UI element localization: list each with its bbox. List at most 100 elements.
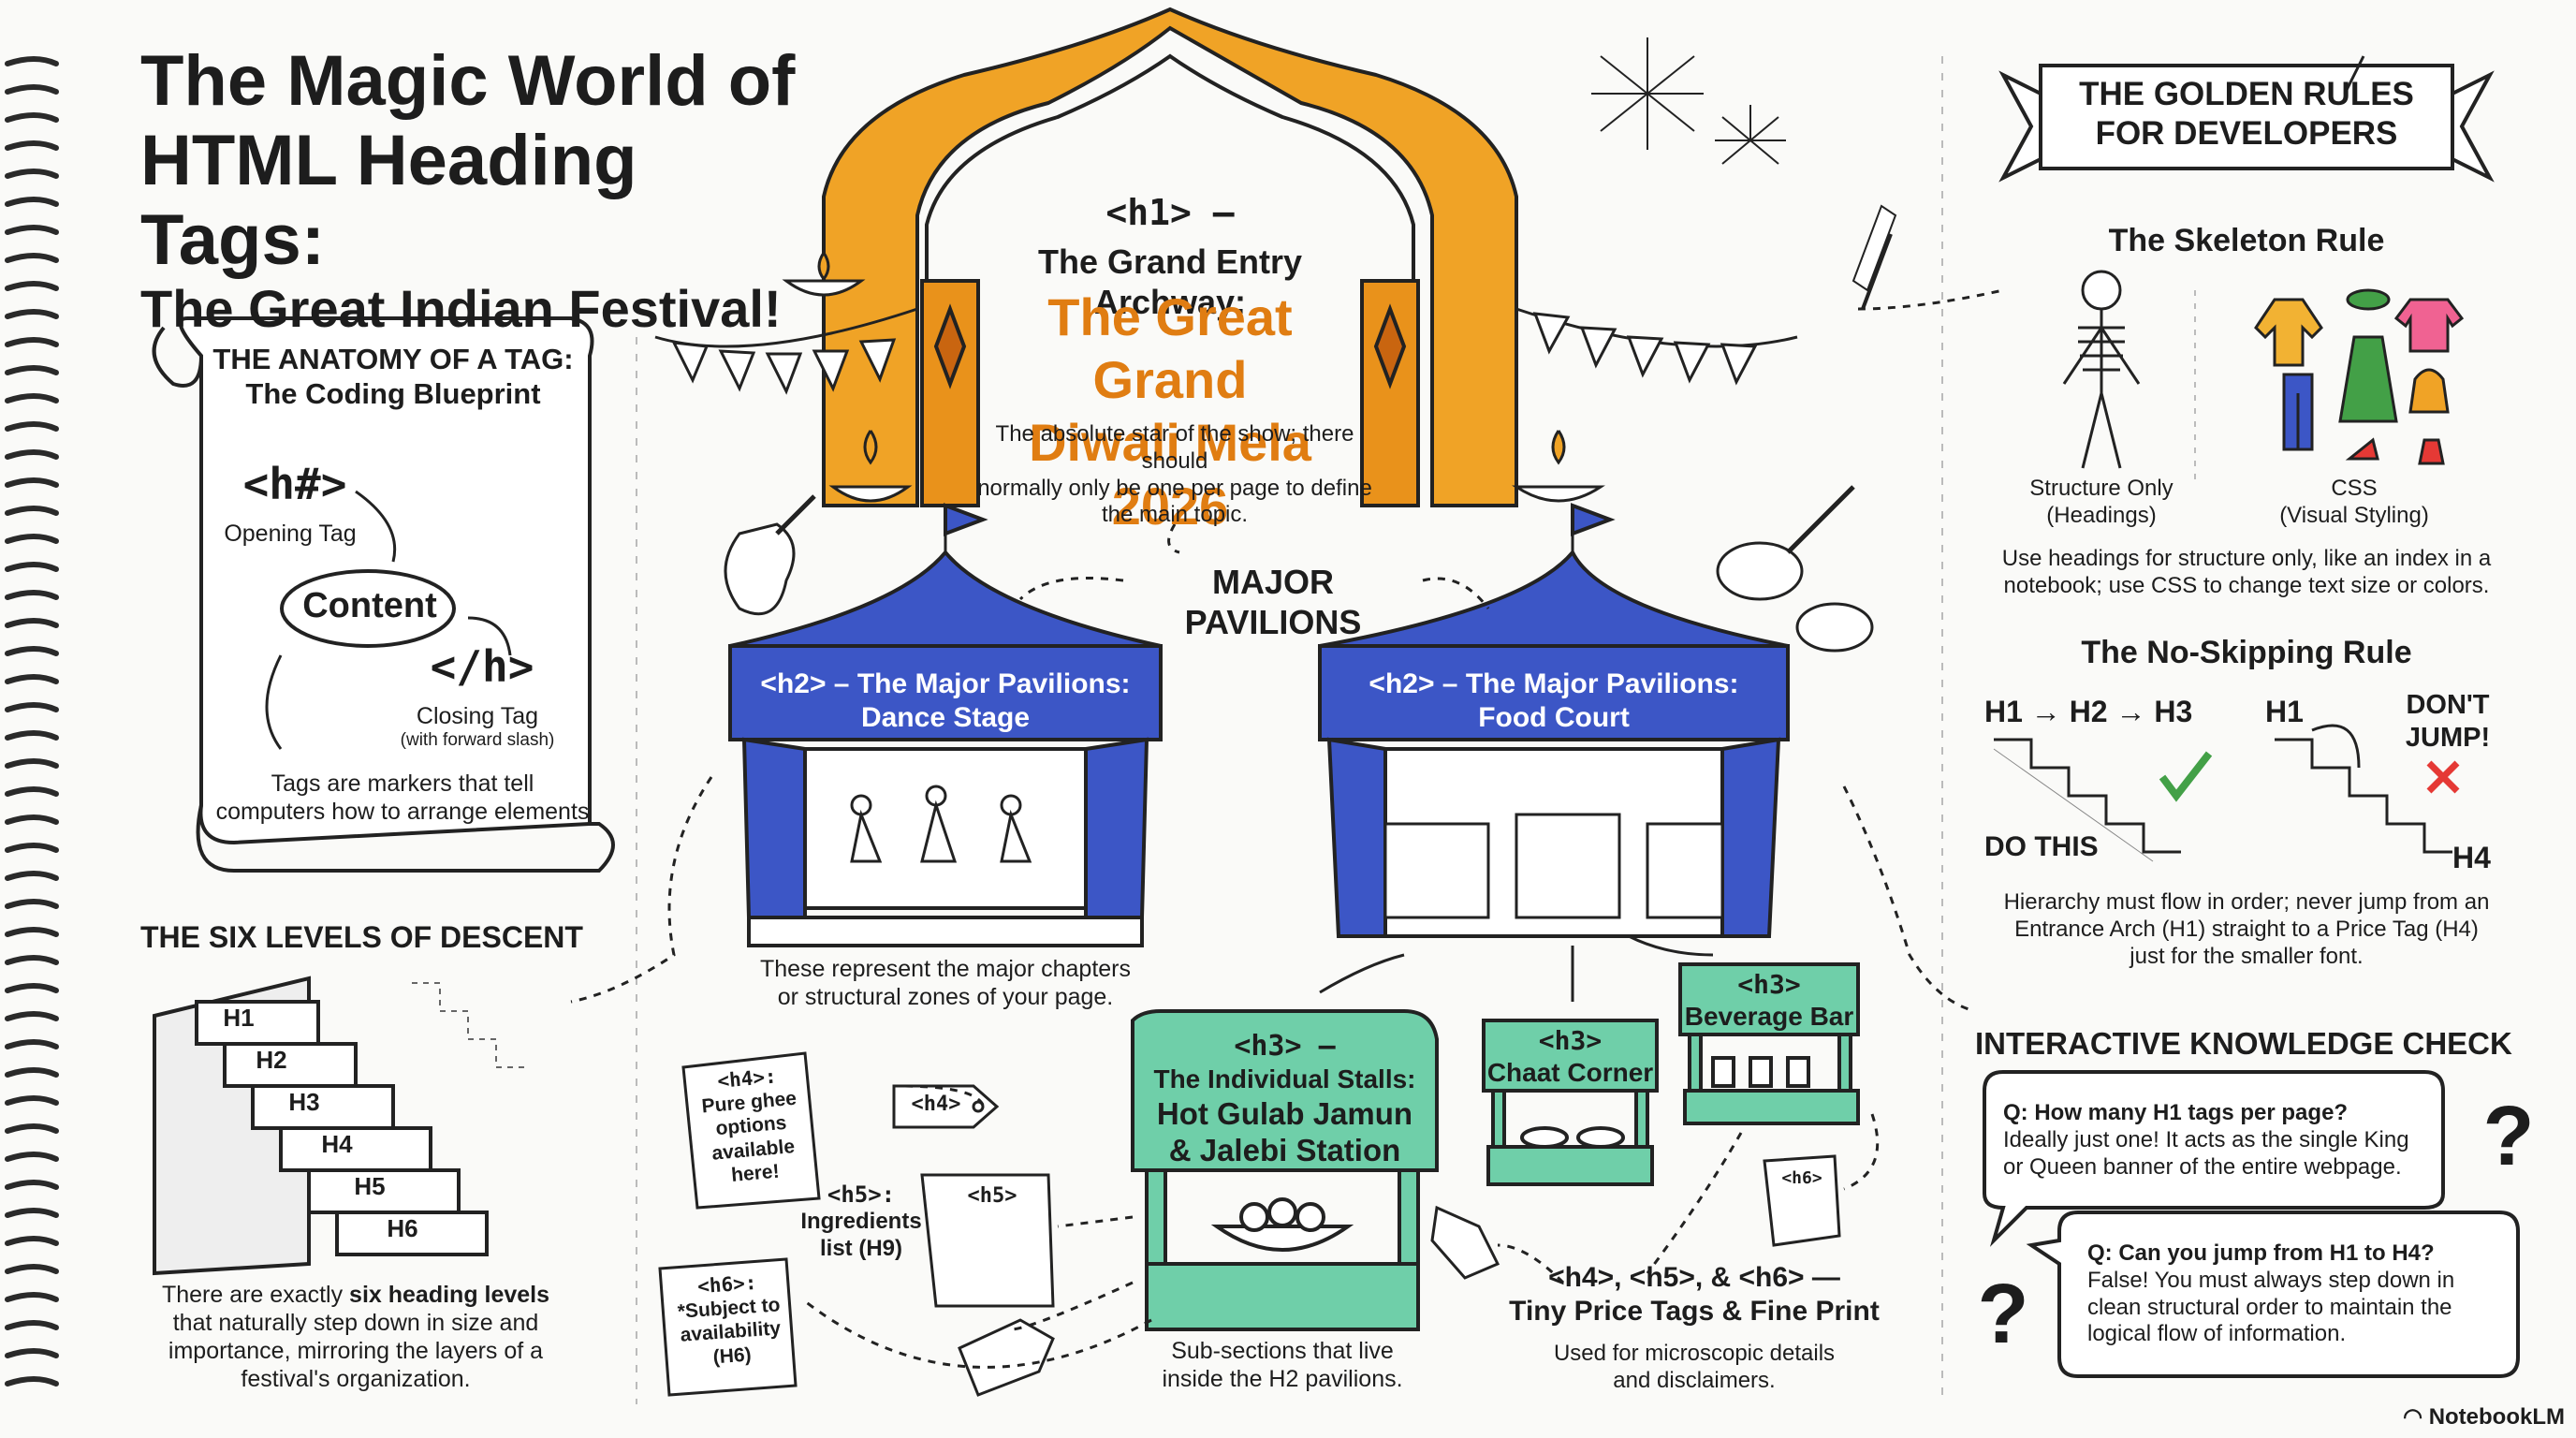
no-skipping-title: The No-Skipping Rule [2081, 635, 2412, 670]
h1-desc-2: normally only be one per page to define [977, 475, 1372, 501]
skeleton-desc-1: Use headings for structure only, like an… [2001, 546, 2492, 571]
bunting-right [1515, 307, 1798, 386]
quiz-1-answer-2: or Queen banner of the entire webpage. [2003, 1153, 2402, 1180]
quiz-2-text: Q: Can you jump from H1 to H4? False! Yo… [2087, 1240, 2509, 1348]
structure-only-label: Structure Only (Headings) [2003, 476, 2200, 530]
h5-label: <h5>: Ingredients list (H9) [796, 1181, 927, 1262]
closing-tag-label: Closing Tag [416, 703, 539, 729]
levels-caption: There are exactly six heading levels tha… [131, 1281, 580, 1393]
stalls-caption-1: Sub-sections that live [1171, 1338, 1394, 1364]
beverage-bar-stall [1678, 962, 1860, 1125]
food-court-line-1: <h2> – The Major Pavilions: [1368, 668, 1739, 699]
quiz-1-text: Q: How many H1 tags per page? Ideally ju… [2003, 1100, 2434, 1181]
h4-card [681, 1051, 821, 1210]
h6-scroll [1763, 1154, 1841, 1247]
step-h1: H1 [223, 1004, 255, 1032]
dance-stage-heading: <h2> – The Major Pavilions: Dance Stage [739, 668, 1151, 735]
veena-right [1716, 485, 1874, 653]
brand-logo-icon: ◠ [2403, 1404, 2423, 1430]
h4-tag-label: <h4> [911, 1093, 961, 1116]
fine-print-heading-2: Tiny Price Tags & Fine Print [1509, 1296, 1880, 1327]
dance-stage-line-1: <h2> – The Major Pavilions: [760, 668, 1131, 699]
food-stalls [1383, 813, 1724, 919]
anatomy-arrow-3 [265, 654, 283, 750]
opening-tag: <h#> [242, 459, 347, 509]
dont-jump-label: DON'T JUMP! [2396, 689, 2499, 755]
beverage-tag: <h3> [1737, 969, 1801, 1000]
main-stall-line-2: Hot Gulab Jamun [1156, 1095, 1413, 1131]
checkmark-icon [2159, 751, 2213, 802]
diya-bottom-left [828, 430, 913, 503]
quiz-2-answer-3: logical flow of information. [2087, 1321, 2347, 1347]
fine-print-caption-1: Used for microscopic details [1553, 1341, 1836, 1366]
css-line-2: (Visual Styling) [2279, 502, 2429, 528]
cross-icon [2426, 760, 2460, 794]
good-sequence: H1 → H2 → H3 [1984, 695, 2193, 728]
jump-h1-label: H1 [2265, 695, 2304, 728]
good-stairs [1993, 738, 2181, 862]
guitar-left [724, 494, 816, 616]
bunting-left [654, 307, 918, 395]
golden-rules-banner [1998, 64, 2495, 183]
h4-card-text: <h4>: Pure ghee options available here! [683, 1062, 819, 1190]
price-tag-blank [1430, 1205, 1500, 1280]
golden-rules-line-2: FOR DEVELOPERS [2095, 115, 2398, 152]
anatomy-caption: Tags are markers that tell computers how… [197, 770, 608, 826]
title-line-3: The Great Indian Festival! [140, 279, 782, 339]
entry-archway [822, 7, 1518, 507]
main-stall-heading: <h3> — The Individual Stalls: Hot Gulab … [1137, 1030, 1432, 1169]
main-stall-tag: <h3> — [1234, 1030, 1336, 1063]
no-skipping-desc: Hierarchy must flow in order; never jump… [1966, 889, 2527, 970]
h1-name-line-2: Diwali Mela 2026 [1029, 413, 1311, 536]
anatomy-heading-1: THE ANATOMY OF A TAG: [212, 343, 574, 375]
title-line-1: The Magic World of [140, 41, 796, 121]
food-court-heading: <h2> – The Major Pavilions: Food Court [1339, 668, 1769, 735]
major-pavilions-label: MAJOR PAVILIONS [1184, 563, 1362, 642]
opening-tag-label: Opening Tag [224, 521, 357, 547]
beverage-bar-heading: <h3> Beverage Bar [1680, 969, 1858, 1032]
quiz-2-answer-2: clean structural order to maintain the [2087, 1294, 2452, 1320]
knowledge-check-heading: INTERACTIVE KNOWLEDGE CHECK [1975, 1026, 2512, 1061]
title-line-2: HTML Heading Tags: [140, 121, 637, 281]
beverage-label: Beverage Bar [1684, 1001, 1854, 1031]
anatomy-arrow-2 [467, 616, 512, 656]
dont-line-1: DON'T [2406, 690, 2490, 720]
solid-arrows [1319, 934, 1714, 1002]
content-label: Content [302, 586, 437, 625]
h1-festival-name: The Great Grand Diwali Mela 2026 [964, 286, 1376, 537]
food-court-line-2: Food Court [1478, 702, 1630, 733]
h1-tag: <h1> — [1105, 192, 1235, 233]
step-h6: H6 [387, 1214, 418, 1242]
h1-description: The absolute star of the show; there sho… [964, 421, 1385, 529]
fine-print-heading: <h4>, <h5>, & <h6> — Tiny Price Tags & F… [1498, 1261, 1891, 1328]
fine-print-heading-1: <h4>, <h5>, & <h6> — [1548, 1262, 1840, 1293]
brand-text: NotebookLM [2428, 1404, 2565, 1430]
clothes-icons [2254, 288, 2465, 465]
dance-stage-line-2: Dance Stage [860, 702, 1031, 733]
chaat-label: Chaat Corner [1486, 1057, 1654, 1087]
stalls-caption-2: inside the H2 pavilions. [1162, 1366, 1403, 1392]
stalls-caption: Sub-sections that live inside the H2 pav… [1123, 1337, 1442, 1393]
h5-label-1: <h5>: [827, 1181, 896, 1208]
quiz-bubble-2 [2026, 1211, 2520, 1378]
dancers [850, 785, 1032, 863]
pavilions-caption-2: or structural zones of your page. [777, 984, 1114, 1010]
dance-stage-tent [728, 503, 1163, 947]
question-mark-icon: ? [2482, 1090, 2535, 1183]
anatomy-caption-2: computers how to arrange elements [215, 799, 590, 825]
step-h5: H5 [354, 1172, 386, 1200]
quiz-bubble-1 [1983, 1070, 2445, 1247]
faint-steps [412, 982, 524, 1068]
h1-desc-3: the main topic. [1101, 502, 1249, 528]
step-h3: H3 [288, 1088, 320, 1116]
levels-caption-3: importance, mirroring the layers of a [168, 1338, 544, 1364]
skeleton-icon [2062, 270, 2141, 469]
no-skipping-desc-2: Entrance Arch (H1) straight to a Price T… [2014, 916, 2479, 942]
quiz-2-answer-1: False! You must always step down in [2087, 1267, 2455, 1293]
content-bubble [280, 569, 456, 648]
no-skipping-desc-3: just for the smaller font. [2130, 943, 2364, 969]
pavilions-caption: These represent the major chapters or st… [730, 955, 1161, 1011]
staircase [153, 976, 489, 1276]
